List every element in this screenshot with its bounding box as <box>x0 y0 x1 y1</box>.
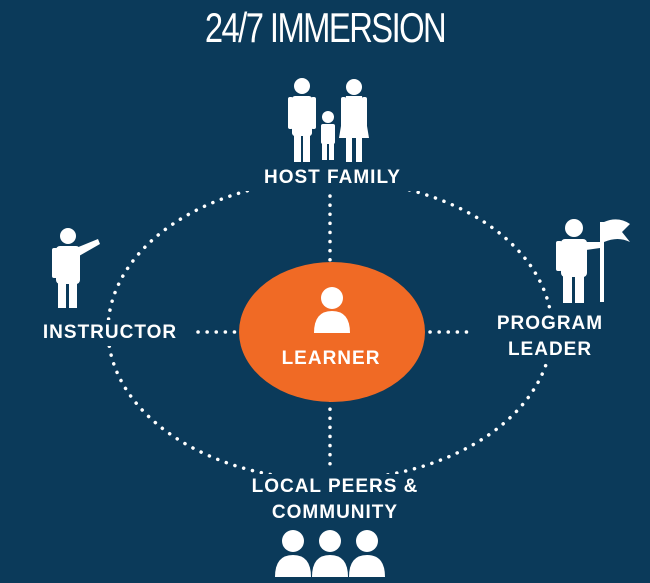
instructor-label: INSTRUCTOR <box>30 320 190 346</box>
family-icon <box>288 78 369 162</box>
instructor-icon <box>52 228 100 308</box>
program-leader-label: PROGRAM LEADER <box>480 311 620 363</box>
learner-icon <box>314 287 350 333</box>
program-leader-line1: PROGRAM <box>496 313 604 334</box>
local-peers-label: LOCAL PEERS & COMMUNITY <box>225 474 445 526</box>
diagram-title: 24/7 IMMERSION <box>204 4 447 51</box>
learner-label: LEARNER <box>281 348 381 369</box>
local-peers-line2: COMMUNITY <box>271 502 399 523</box>
leader-flag-icon <box>556 219 630 303</box>
local-peers-line1: LOCAL PEERS & <box>251 476 419 497</box>
community-icon <box>275 530 385 577</box>
program-leader-line2: LEADER <box>507 339 593 360</box>
host-family-label: HOST FAMILY <box>240 165 425 191</box>
